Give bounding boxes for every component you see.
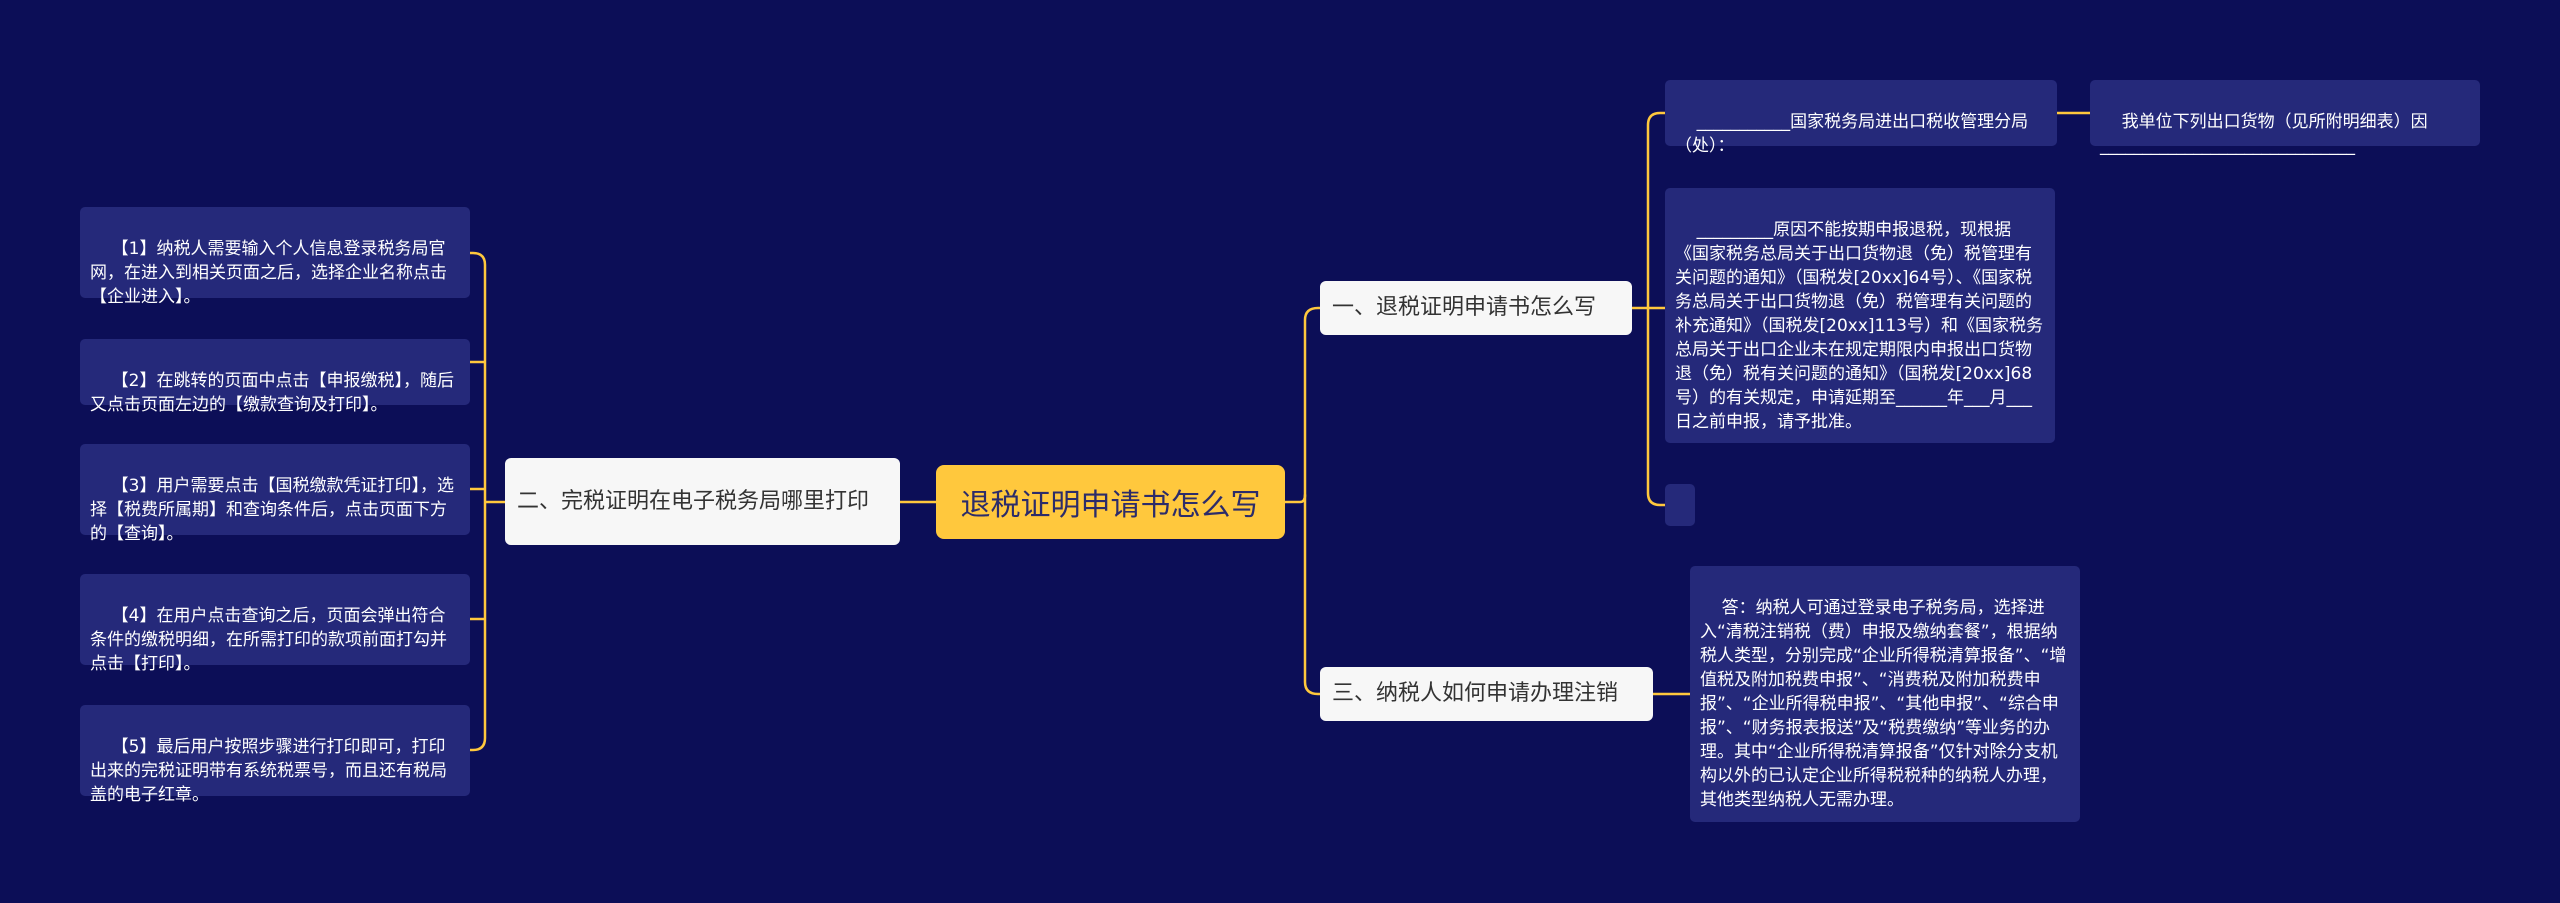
link-b1-leaves: [1630, 111, 1667, 507]
root-title: 退税证明申请书怎么写: [960, 488, 1261, 523]
leaf-b2-step-3[interactable]: 【3】用户需要点击【国税缴款凭证打印】，选择【税费所属期】和查询条件后，点击页面…: [80, 444, 470, 544]
branch-label: 二、完税证明在电子税务局哪里打印: [517, 488, 870, 514]
branch-how-to-write[interactable]: 一、退税证明申请书怎么写: [1320, 281, 1632, 335]
leaf-text: 【2】在跳转的页面中点击【申报缴税】，随后又点击页面左边的【缴款查询及打印】。: [90, 371, 454, 415]
link-root-b3: [1303, 493, 1322, 696]
leaf-b1-application-body[interactable]: _________原因不能按期申报退税，现根据《国家税务总局关于出口货物退（免）…: [1665, 188, 2055, 443]
leaf-text: 我单位下列出口货物（见所附明细表）因______________________…: [2100, 112, 2428, 156]
leaf-text: 【1】纳税人需要输入个人信息登录税务局官网，在进入到相关页面之后，选择企业名称点…: [90, 239, 447, 307]
leaf-b1-addressee[interactable]: ___________国家税务局进出口税收管理分局（处）：: [1665, 80, 2057, 156]
leaf-b2-step-2[interactable]: 【2】在跳转的页面中点击【申报缴税】，随后又点击页面左边的【缴款查询及打印】。: [80, 339, 470, 415]
leaf-b1-addressee-child[interactable]: 我单位下列出口货物（见所附明细表）因______________________…: [2090, 80, 2480, 156]
leaf-text: 答：纳税人可通过登录电子税务局，选择进入“清税注销税（费）申报及缴纳套餐”，根据…: [1700, 598, 2067, 810]
leaf-b1-empty[interactable]: [1665, 484, 1695, 526]
link-b2-leaves: [468, 251, 507, 752]
leaf-text: 【5】最后用户按照步骤进行打印即可，打印出来的完税证明带有系统税票号，而且还有税…: [90, 737, 447, 805]
leaf-text: _________原因不能按期申报退税，现根据《国家税务总局关于出口货物退（免）…: [1675, 220, 2043, 432]
link-root-b1: [1283, 306, 1322, 504]
leaf-b2-step-1[interactable]: 【1】纳税人需要输入个人信息登录税务局官网，在进入到相关页面之后，选择企业名称点…: [80, 207, 470, 307]
root-node[interactable]: 退税证明申请书怎么写: [936, 465, 1285, 539]
leaf-text: 【4】在用户点击查询之后，页面会弹出符合条件的缴税明细，在所需打印的款项前面打勾…: [90, 606, 447, 674]
leaf-b2-step-5[interactable]: 【5】最后用户按照步骤进行打印即可，打印出来的完税证明带有系统税票号，而且还有税…: [80, 705, 470, 805]
leaf-text: 【3】用户需要点击【国税缴款凭证打印】，选择【税费所属期】和查询条件后，点击页面…: [90, 476, 454, 544]
branch-deregistration[interactable]: 三、纳税人如何申请办理注销: [1320, 667, 1653, 721]
leaf-text: ___________国家税务局进出口税收管理分局（处）：: [1675, 112, 2029, 156]
leaf-b3-answer[interactable]: 答：纳税人可通过登录电子税务局，选择进入“清税注销税（费）申报及缴纳套餐”，根据…: [1690, 566, 2080, 822]
branch-print-tax-certificate[interactable]: 二、完税证明在电子税务局哪里打印: [505, 458, 900, 545]
branch-label: 一、退税证明申请书怎么写: [1332, 295, 1597, 320]
leaf-b2-step-4[interactable]: 【4】在用户点击查询之后，页面会弹出符合条件的缴税明细，在所需打印的款项前面打勾…: [80, 574, 470, 674]
branch-label: 三、纳税人如何申请办理注销: [1332, 681, 1619, 706]
